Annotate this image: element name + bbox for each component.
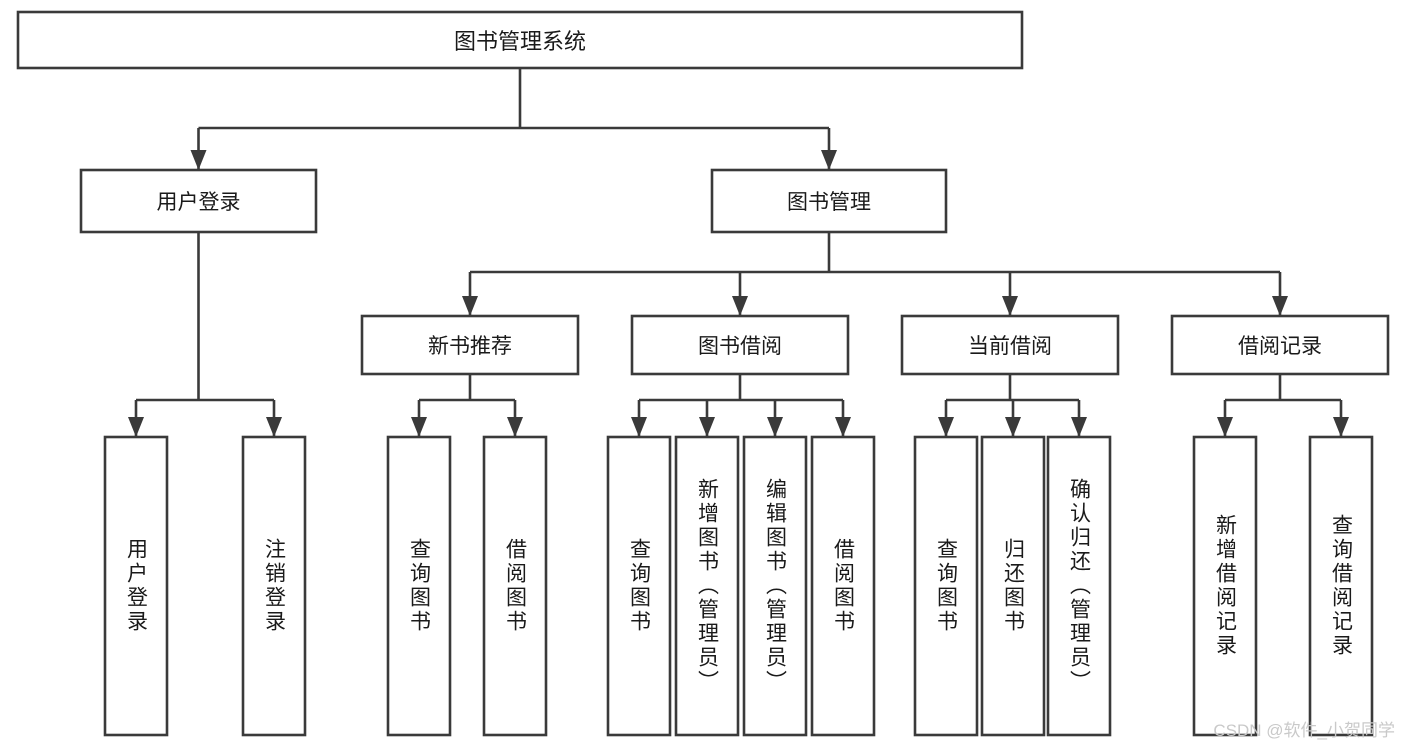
arrow-head-icon [128,417,144,437]
node-current-borrow-box[interactable] [900,314,1120,376]
node-leaf-confirm-return-admin[interactable] [1048,437,1110,735]
node-user-login[interactable] [81,170,316,232]
node-leaf-edit-book-admin[interactable] [744,437,806,735]
node-leaf-user-login-box[interactable] [103,435,169,737]
node-leaf-return-book[interactable] [982,437,1044,735]
node-leaf-query-borrow-record[interactable] [1310,437,1372,735]
arrow-head-icon [266,417,282,437]
arrow-head-icon [1002,296,1018,316]
csdn-watermark: CSDN @软件_小贺同学 [1213,721,1395,740]
node-leaf-add-book-admin[interactable] [676,437,738,735]
node-leaf-user-login[interactable] [105,437,167,735]
node-leaf-query-book-rec[interactable] [388,437,450,735]
node-leaf-query-borrow-record-box[interactable] [1308,435,1374,737]
node-book-manage-box[interactable] [710,168,948,234]
arrow-head-icon [835,417,851,437]
arrow-head-icon [938,417,954,437]
node-leaf-return-book-box[interactable] [980,435,1046,737]
node-leaf-borrow-book-rec[interactable] [484,437,546,735]
node-leaf-confirm-return-admin-box[interactable] [1046,435,1112,737]
node-leaf-query-book-borrow[interactable] [608,437,670,735]
node-root[interactable] [18,12,1022,68]
arrow-head-icon [1333,417,1349,437]
node-current-borrow[interactable] [902,316,1118,374]
node-new-book-recommend[interactable] [362,316,578,374]
node-root-root[interactable] [16,10,1024,70]
node-leaf-borrow-book-rec-box[interactable] [482,435,548,737]
node-boxes-group [16,10,1390,737]
arrow-head-icon [1217,417,1233,437]
node-book-borrow-box[interactable] [630,314,850,376]
node-borrow-record[interactable] [1172,316,1388,374]
node-leaf-add-borrow-record-box[interactable] [1192,435,1258,737]
node-user-login-box[interactable] [79,168,318,234]
arrow-head-icon [631,417,647,437]
arrow-head-icon [732,296,748,316]
node-leaf-edit-book-admin-box[interactable] [742,435,808,737]
arrow-head-icon [1272,296,1288,316]
node-leaf-add-book-admin-box[interactable] [674,435,740,737]
node-borrow-record-box[interactable] [1170,314,1390,376]
arrow-head-icon [699,417,715,437]
node-leaf-query-book-borrow-box[interactable] [606,435,672,737]
arrow-head-icon [767,417,783,437]
node-book-borrow[interactable] [632,316,848,374]
connectors-group [128,68,1349,437]
arrow-head-icon [507,417,523,437]
node-book-manage[interactable] [712,170,946,232]
node-leaf-borrow-book[interactable] [812,437,874,735]
arrow-head-icon [1071,417,1087,437]
arrow-head-icon [1005,417,1021,437]
node-leaf-user-logout[interactable] [243,437,305,735]
node-leaf-query-book-cur[interactable] [915,437,977,735]
node-leaf-query-book-rec-box[interactable] [386,435,452,737]
node-leaf-query-book-cur-box[interactable] [913,435,979,737]
node-leaf-add-borrow-record[interactable] [1194,437,1256,735]
arrow-head-icon [462,296,478,316]
node-new-book-recommend-box[interactable] [360,314,580,376]
arrow-head-icon [821,150,837,170]
node-leaf-borrow-book-box[interactable] [810,435,876,737]
arrow-head-icon [190,150,207,170]
node-leaf-user-logout-box[interactable] [241,435,307,737]
arrow-head-icon [411,417,427,437]
